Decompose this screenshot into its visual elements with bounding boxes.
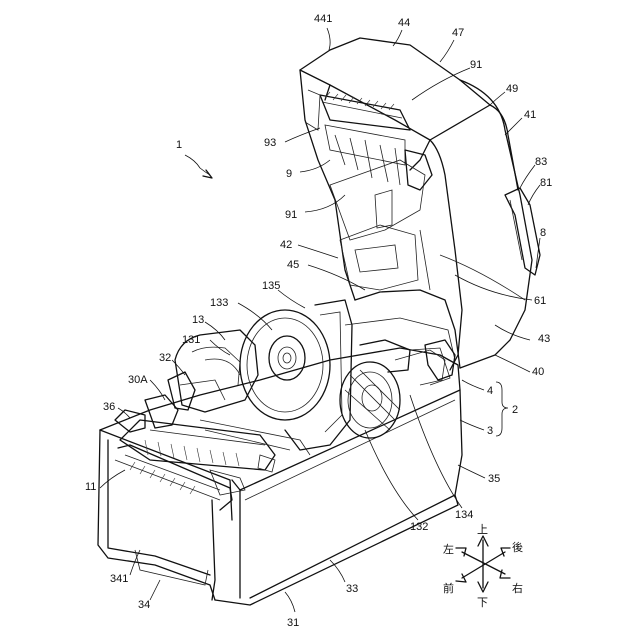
dir-left: 左	[443, 543, 454, 556]
label-1: 1	[176, 139, 182, 151]
label-33: 33	[346, 583, 358, 595]
label-93: 93	[264, 137, 276, 149]
label-34: 34	[138, 599, 150, 611]
label-4: 4	[487, 385, 493, 397]
dir-back: 後	[512, 540, 523, 554]
label-61: 61	[534, 295, 546, 307]
label-441: 441	[314, 13, 332, 25]
label-43: 43	[538, 333, 550, 345]
label-2: 2	[512, 404, 518, 416]
upper-cover	[300, 38, 540, 370]
direction-compass	[456, 536, 510, 592]
label-40: 40	[532, 366, 544, 378]
dir-right: 右	[512, 581, 523, 595]
leader-lines	[100, 28, 540, 612]
label-91-mid: 91	[285, 209, 297, 221]
dir-down: 下	[477, 596, 488, 609]
label-45: 45	[287, 259, 299, 271]
label-132: 132	[410, 521, 428, 533]
label-131: 131	[182, 334, 200, 346]
label-8: 8	[540, 227, 546, 239]
dir-front: 前	[443, 581, 454, 595]
label-341: 341	[110, 573, 128, 585]
label-30A: 30A	[128, 374, 148, 386]
label-47: 47	[452, 27, 464, 39]
label-11: 11	[85, 481, 96, 493]
label-32: 32	[159, 352, 171, 364]
label-44: 44	[398, 17, 410, 29]
label-36: 36	[103, 401, 115, 413]
label-3: 3	[487, 425, 493, 437]
overall-pointer	[185, 155, 210, 175]
dir-up: 上	[477, 523, 488, 536]
label-91-top: 91	[470, 59, 482, 71]
label-133: 133	[210, 297, 228, 309]
lower-body	[98, 300, 462, 605]
label-41: 41	[524, 109, 536, 121]
label-135: 135	[262, 280, 280, 292]
label-9: 9	[286, 168, 292, 180]
label-81: 81	[540, 177, 552, 189]
label-49: 49	[506, 83, 518, 95]
label-35: 35	[488, 473, 500, 485]
brace-2	[496, 382, 508, 436]
label-31: 31	[287, 617, 299, 629]
label-13: 13	[192, 314, 204, 326]
label-83: 83	[535, 156, 547, 168]
label-134: 134	[455, 509, 473, 521]
label-42: 42	[280, 239, 292, 251]
